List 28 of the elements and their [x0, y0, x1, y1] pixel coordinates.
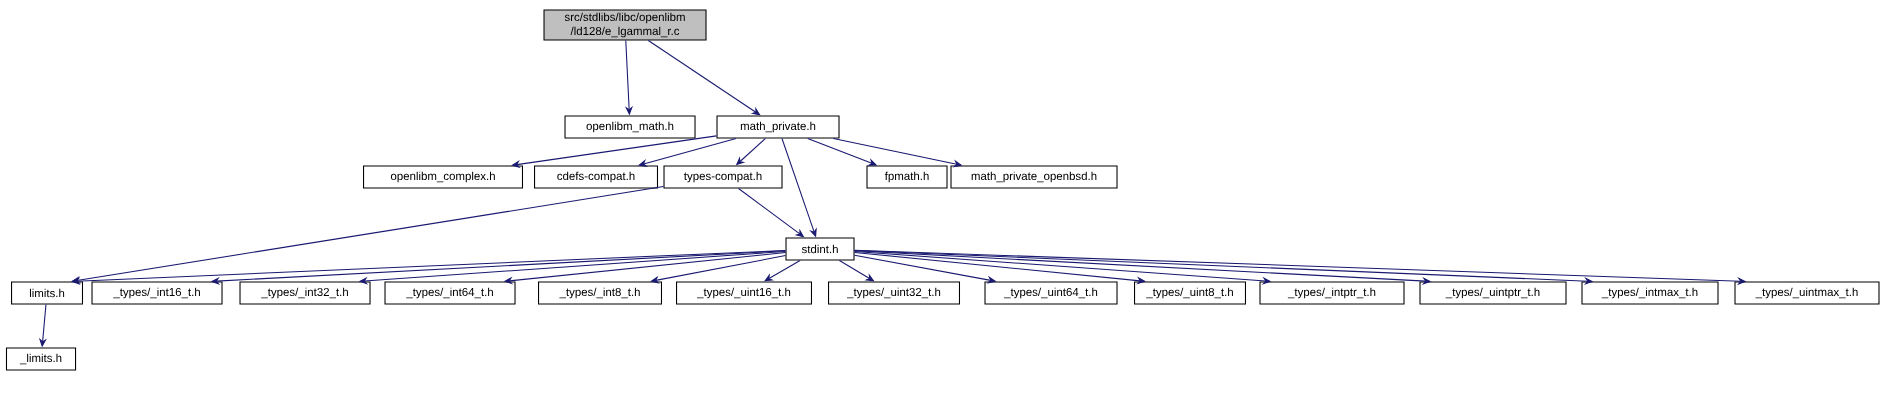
file-box: _types/_int32_t.h — [239, 281, 371, 305]
arrow — [647, 40, 761, 116]
file-box: _types/_intmax_t.h — [1581, 281, 1719, 305]
file-box: _types/_uint32_t.h — [828, 281, 960, 305]
file-box: _types/_intptr_t.h — [1259, 281, 1405, 305]
file-box: math_private_openbsd.h — [950, 165, 1118, 189]
file-box: _types/_int8_t.h — [538, 281, 662, 305]
file-box: _types/_uint16_t.h — [676, 281, 812, 305]
arrow — [650, 255, 786, 284]
file-box: src/stdlibs/libc/openlibm /ld128/e_lgammal_r.c — [543, 9, 707, 41]
arrow — [71, 186, 664, 284]
file-box: _limits.h — [5, 347, 77, 371]
file-box: openlibm_complex.h — [363, 165, 523, 189]
file-box: _types/_int16_t.h — [91, 281, 223, 305]
file-box: cdefs-compat.h — [534, 165, 658, 189]
file-box: fpmath.h — [866, 165, 948, 189]
file-box: math_private.h — [716, 115, 840, 139]
file-box: types-compat.h — [663, 165, 783, 189]
file-box: _types/_uintptr_t.h — [1419, 281, 1567, 305]
arrow — [638, 138, 737, 167]
file-box: _types/_uintmax_t.h — [1734, 281, 1880, 305]
file-box: openlibm_math.h — [564, 115, 696, 139]
file-box: limits.h — [11, 281, 84, 305]
arrow — [511, 135, 717, 169]
file-box: _types/_int64_t.h — [384, 281, 516, 305]
file-box: stdint.h — [785, 237, 855, 261]
file-box: _types/_uint64_t.h — [984, 281, 1118, 305]
file-box: _types/_uint8_t.h — [1134, 281, 1246, 305]
